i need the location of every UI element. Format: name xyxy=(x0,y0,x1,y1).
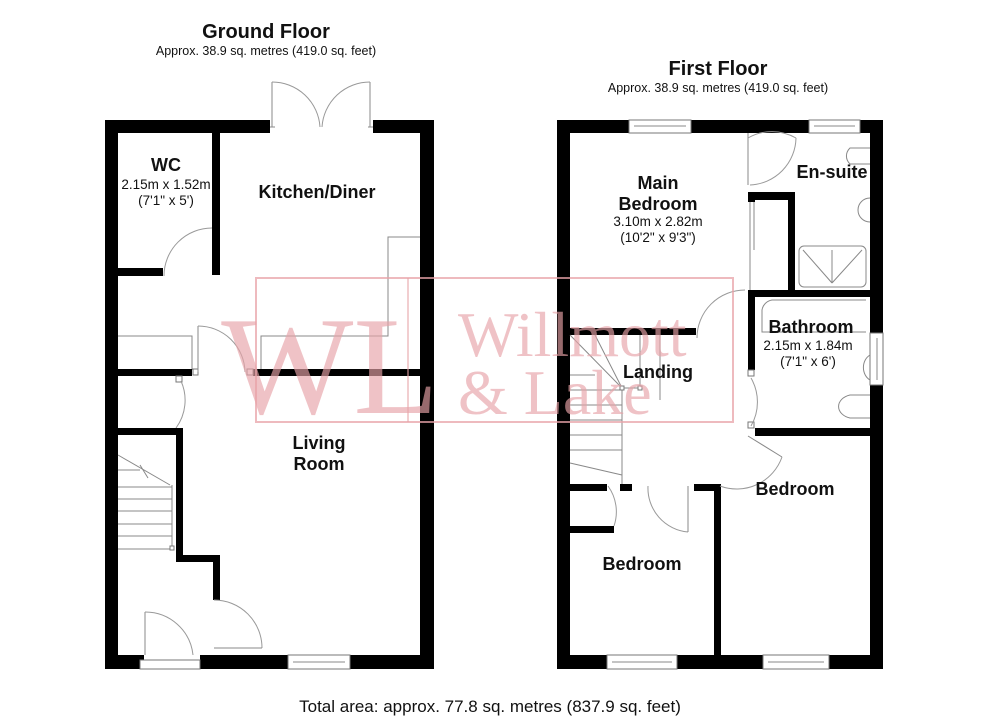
wall xyxy=(176,428,183,560)
wall xyxy=(373,120,434,133)
room-label-bathroom: Bathroom xyxy=(769,317,854,337)
wall xyxy=(829,655,883,669)
room-label-main-bedroom-1: Main xyxy=(637,173,678,193)
room-label-living-2: Room xyxy=(294,454,345,474)
main-bedroom-door-swing xyxy=(696,289,746,339)
wall xyxy=(870,120,883,333)
wall xyxy=(420,120,434,669)
room-dim-bathroom-m: 2.15m x 1.84m xyxy=(763,338,852,353)
ground-floor-title: Ground Floor xyxy=(202,21,330,43)
wall xyxy=(105,120,270,133)
room-label-main-bedroom-2: Bedroom xyxy=(618,194,697,214)
bedroom-left-door-swing xyxy=(647,485,689,533)
living-door-swing xyxy=(213,599,263,649)
wall xyxy=(755,428,870,436)
bathroom-toilet xyxy=(838,394,870,419)
wall xyxy=(570,526,614,533)
kitchen-counter xyxy=(260,236,420,370)
ensuite-door-swing xyxy=(747,131,797,186)
wall xyxy=(788,192,795,296)
room-dim-main-bedroom-m: 3.10m x 2.82m xyxy=(613,214,702,229)
cupboard-outline xyxy=(118,335,193,370)
room-dim-main-bedroom-ft: (10'2" x 9'3") xyxy=(620,230,696,245)
wall xyxy=(118,369,192,376)
room-label-ensuite: En-suite xyxy=(796,162,867,182)
first-floor-area: Approx. 38.9 sq. metres (419.0 sq. feet) xyxy=(608,81,828,95)
bedroom-right-door-swing xyxy=(719,456,783,490)
wall xyxy=(570,328,696,335)
room-dim-wc-m: 2.15m x 1.52m xyxy=(121,177,210,192)
wall xyxy=(118,268,163,276)
ensuite-toilet xyxy=(846,147,870,165)
watermark: WL Willmott & Lake xyxy=(221,277,734,444)
watermark-line1: Willmott xyxy=(458,299,687,370)
staircase xyxy=(569,334,661,490)
wall xyxy=(748,192,795,200)
wc-door-swing xyxy=(163,227,213,277)
wall xyxy=(694,484,718,491)
ensuite-basin xyxy=(857,197,871,223)
room-dim-bathroom-ft: (7'1" x 6') xyxy=(780,354,836,369)
wall xyxy=(677,655,763,669)
wall xyxy=(212,133,220,275)
wall xyxy=(350,655,434,669)
staircase xyxy=(117,454,175,551)
wall xyxy=(557,120,629,133)
wall xyxy=(748,290,870,297)
watermark-line2: & Lake xyxy=(458,357,652,428)
wall xyxy=(105,120,118,669)
wall xyxy=(200,655,288,669)
bath-tub xyxy=(761,299,866,333)
room-label-wc: WC xyxy=(151,155,181,175)
ground-floor-area: Approx. 38.9 sq. metres (419.0 sq. feet) xyxy=(156,44,376,58)
first-floor: First Floor Approx. 38.9 sq. metres (419… xyxy=(557,58,884,670)
french-doors xyxy=(270,81,373,128)
room-dim-wc-ft: (7'1" x 5') xyxy=(138,193,194,208)
wall xyxy=(748,290,755,370)
bathroom-door-swing xyxy=(750,377,758,427)
wall xyxy=(253,369,420,376)
watermark-frame xyxy=(255,277,734,423)
room-label-landing: Landing xyxy=(623,362,693,382)
room-label-bedroom-left: Bedroom xyxy=(602,554,681,574)
wall xyxy=(176,555,220,562)
wall xyxy=(118,428,178,435)
front-door-threshold xyxy=(139,659,201,670)
first-floor-title: First Floor xyxy=(669,58,768,80)
front-door-swing xyxy=(144,611,194,656)
room-label-living-1: Living xyxy=(293,433,346,453)
wall xyxy=(557,120,570,669)
room-label-kitchen-diner: Kitchen/Diner xyxy=(258,182,375,202)
cupboard-door-swing xyxy=(607,485,617,527)
wall xyxy=(748,192,755,202)
wall xyxy=(213,555,220,600)
room-label-bedroom-right: Bedroom xyxy=(755,479,834,499)
shower-tray xyxy=(798,245,867,288)
total-area: Total area: approx. 77.8 sq. metres (837… xyxy=(299,697,681,716)
wall xyxy=(870,385,883,669)
bathroom-basin xyxy=(862,354,871,381)
ground-floor: Ground Floor Approx. 38.9 sq. metres (41… xyxy=(105,21,434,670)
hall-door-swing xyxy=(175,380,186,429)
watermark-monogram: WL xyxy=(221,289,439,444)
wall xyxy=(620,484,632,491)
wall xyxy=(570,484,607,491)
wall xyxy=(557,655,607,669)
wall xyxy=(105,655,144,669)
wall xyxy=(691,120,809,133)
wall xyxy=(714,484,721,655)
kitchen-door-swing xyxy=(197,325,246,373)
